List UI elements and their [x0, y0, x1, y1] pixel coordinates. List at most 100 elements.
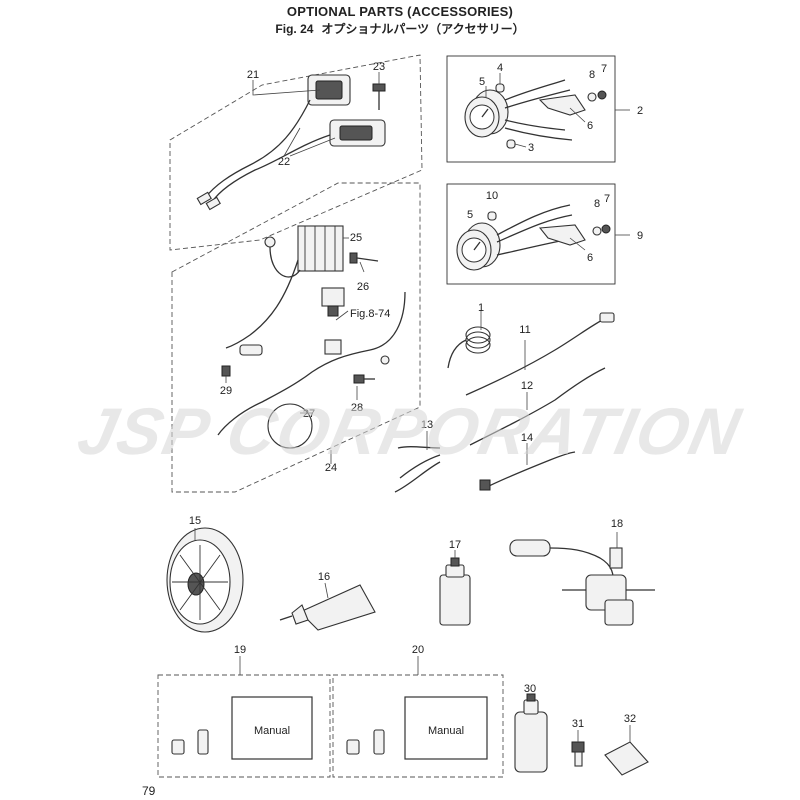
part-2-meter-wires	[504, 79, 573, 141]
part-23-bolt	[372, 83, 386, 110]
callout-16: 16	[318, 571, 330, 583]
manual-box-20	[404, 696, 488, 760]
kit-19-fittings	[171, 729, 209, 755]
callout-11: 11	[519, 324, 530, 336]
part-31-plug	[571, 741, 585, 767]
callout-13: 13	[421, 419, 433, 431]
group-19-boundary	[157, 674, 331, 778]
leader-fig-ref	[335, 310, 349, 321]
group-24-boundary	[171, 182, 421, 493]
part-26-bolt	[349, 252, 379, 264]
part-32-pad	[604, 741, 649, 776]
callout-3: 3	[528, 142, 534, 154]
kit-20-fittings	[346, 729, 385, 755]
reference-fig-8-74: Fig.8-74	[350, 308, 390, 320]
manual-label-19: Manual	[254, 725, 290, 737]
part-24-harness	[217, 291, 406, 436]
part-7-nut-b	[601, 224, 611, 234]
group-2-boundary	[446, 55, 616, 163]
part-28-bolt	[353, 374, 375, 384]
part-11-connector	[599, 312, 615, 323]
page-number: 79	[142, 784, 156, 798]
leader-16	[324, 582, 329, 599]
leader-6b	[569, 237, 586, 251]
callout-15: 15	[189, 515, 201, 527]
callout-1: 1	[478, 302, 484, 314]
callout-24: 24	[325, 462, 337, 474]
part-29-fuse	[221, 365, 231, 377]
callout-8b: 8	[594, 198, 600, 210]
leader-6a	[569, 107, 586, 123]
callout-25: 25	[350, 232, 362, 244]
harness-connector	[324, 339, 342, 355]
callout-8a: 8	[589, 69, 595, 81]
part-4-bulb	[495, 83, 505, 93]
callout-28: 28	[351, 402, 363, 414]
callout-17: 17	[449, 539, 461, 551]
figure-number: Fig. 24	[275, 22, 314, 36]
rectifier-harness	[225, 246, 301, 349]
callout-21: 21	[247, 69, 259, 81]
callout-32: 32	[624, 713, 636, 725]
callout-20: 20	[412, 644, 424, 656]
callout-12: 12	[521, 380, 533, 392]
part-27-cable-loop	[267, 403, 313, 449]
leader-3	[514, 143, 527, 148]
callout-19: 19	[234, 644, 246, 656]
callout-4: 4	[497, 62, 503, 74]
callout-2: 2	[637, 105, 643, 117]
part-17-can	[439, 557, 471, 626]
part-5-meter-2	[464, 89, 509, 138]
part-3-bulb	[506, 139, 516, 149]
leader-26	[359, 261, 365, 273]
ground-terminal	[380, 355, 390, 365]
part-6-bracket-b	[538, 224, 586, 246]
callout-18: 18	[611, 518, 623, 530]
group-21-boundary	[169, 54, 423, 251]
part-8-washer-b	[592, 226, 602, 236]
manual-label-20: Manual	[428, 725, 464, 737]
part-14-plug	[479, 479, 491, 491]
relay	[321, 287, 345, 317]
part-7-nut-a	[597, 90, 607, 100]
callout-22: 22	[278, 156, 290, 168]
manual-box-19	[231, 696, 313, 760]
callout-7b: 7	[604, 193, 610, 205]
callout-6a: 6	[587, 120, 593, 132]
part-1-spring	[447, 326, 491, 369]
group-20-boundary	[332, 674, 504, 778]
callout-6b: 6	[587, 252, 593, 264]
leader-21	[252, 80, 321, 96]
part-15-flywheel	[166, 527, 244, 633]
callout-23: 23	[373, 61, 385, 73]
callout-9: 9	[637, 230, 643, 242]
part-12-cable	[469, 367, 606, 446]
callout-30: 30	[524, 683, 536, 695]
callout-29: 29	[220, 385, 232, 397]
fuse-holder	[239, 344, 263, 356]
leader-22	[283, 127, 336, 157]
part-5-meter-9	[456, 222, 501, 271]
callout-7a: 7	[601, 63, 607, 75]
part-25-rectifier	[297, 225, 344, 272]
part-8-washer-a	[587, 92, 597, 102]
diagram-title: OPTIONAL PARTS (ACCESSORIES)	[286, 4, 514, 19]
part-6-bracket-a	[538, 94, 586, 116]
part-30-bottle	[514, 693, 548, 773]
callout-5a: 5	[479, 76, 485, 88]
ring-terminal	[264, 236, 276, 248]
callout-26: 26	[357, 281, 369, 293]
callout-31: 31	[572, 718, 584, 730]
part-13-wire-set	[394, 446, 441, 493]
callout-14: 14	[521, 432, 533, 444]
part-11-cable	[465, 317, 607, 396]
callout-10: 10	[486, 190, 498, 202]
part-16-grease-tube	[279, 584, 376, 631]
callout-27: 27	[303, 408, 315, 420]
callout-5b: 5	[467, 209, 473, 221]
diagram-subtitle: Fig. 24 オプショナルパーツ（アクセサリー）	[0, 20, 800, 37]
japanese-title: オプショナルパーツ（アクセサリー）	[321, 22, 525, 36]
part-10-bulb	[487, 211, 497, 221]
